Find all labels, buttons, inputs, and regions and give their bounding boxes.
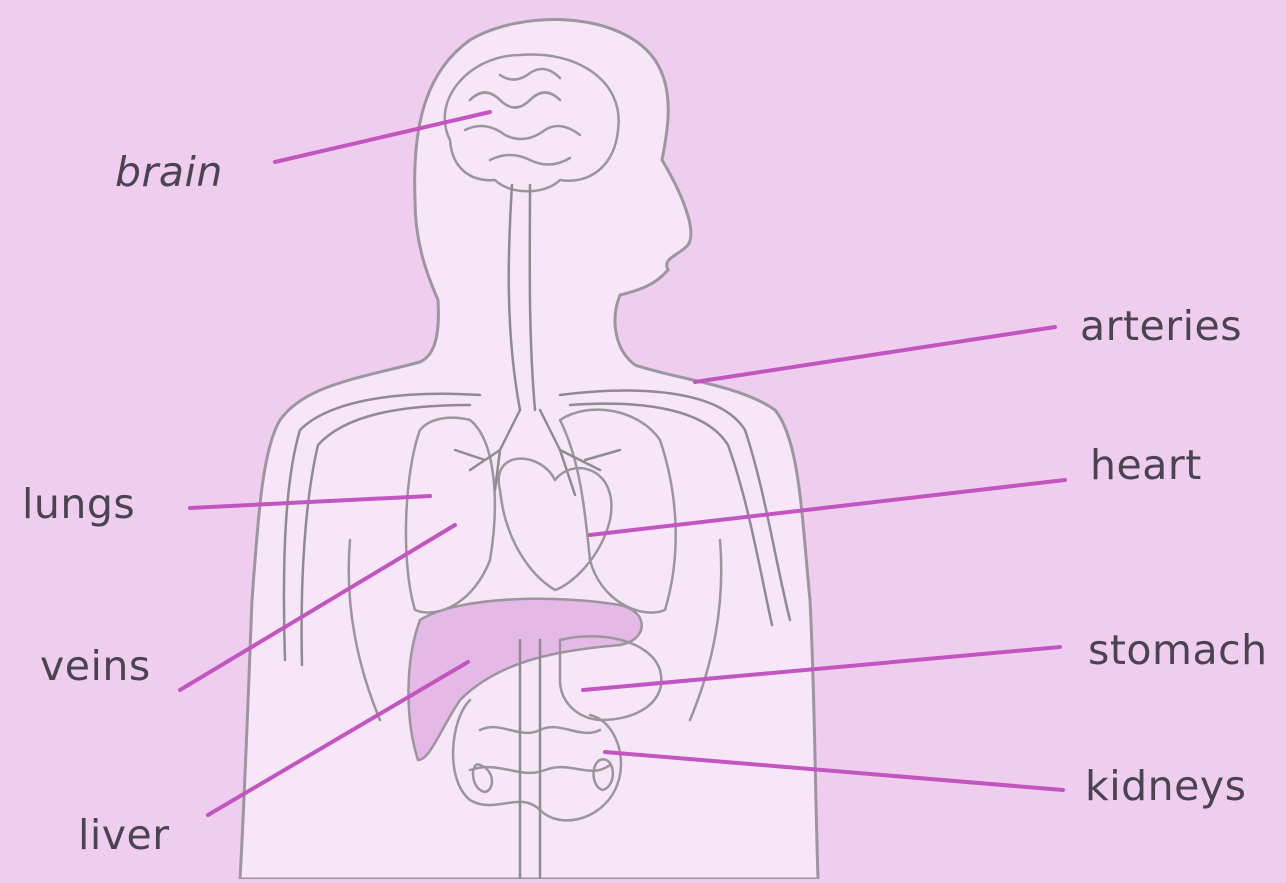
label-stomach: stomach <box>1088 630 1268 671</box>
label-arteries: arteries <box>1080 306 1242 347</box>
label-liver: liver <box>78 815 170 856</box>
label-brain: brain <box>115 152 223 193</box>
label-kidneys: kidneys <box>1085 766 1247 807</box>
label-lungs: lungs <box>22 484 135 525</box>
label-veins: veins <box>40 646 151 687</box>
label-heart: heart <box>1090 445 1202 486</box>
leader-arteries <box>695 327 1055 382</box>
